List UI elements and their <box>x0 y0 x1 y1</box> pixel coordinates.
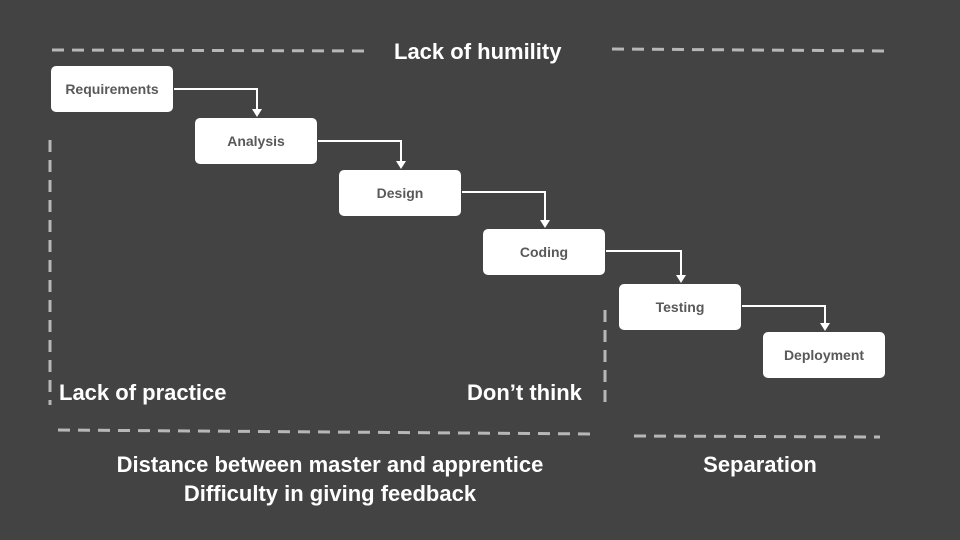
arrowhead-testing <box>676 275 686 283</box>
label-separation: Separation <box>703 452 817 477</box>
arrowhead-coding <box>540 220 550 228</box>
step-design: Design <box>339 170 461 216</box>
label-lack-of-humility: Lack of humility <box>394 39 562 64</box>
dashed-line-bottom-left <box>57 428 599 436</box>
label-difficulty-feedback: Difficulty in giving feedback <box>183 481 477 506</box>
step-deployment: Deployment <box>763 332 885 378</box>
label-dont-think: Don’t think <box>467 380 582 405</box>
step-analysis: Analysis <box>195 118 317 164</box>
arrow-design-coding <box>462 191 546 221</box>
arrow-coding-testing <box>606 250 682 276</box>
arrowhead-analysis <box>252 109 262 117</box>
label-distance-master-apprentice: Distance between master and apprentice <box>116 452 544 477</box>
dashed-line-bottom-right <box>633 434 881 439</box>
arrow-testing-deployment <box>742 305 826 324</box>
dashed-line-top-right <box>611 47 893 53</box>
step-coding: Coding <box>483 229 605 275</box>
arrow-requirements-analysis <box>174 88 258 110</box>
step-testing: Testing <box>619 284 741 330</box>
label-lack-of-practice: Lack of practice <box>59 380 227 405</box>
arrowhead-deployment <box>820 323 830 331</box>
dashed-line-top-left <box>51 48 373 53</box>
arrowhead-design <box>396 161 406 169</box>
arrow-analysis-design <box>318 140 402 162</box>
step-requirements: Requirements <box>51 66 173 112</box>
